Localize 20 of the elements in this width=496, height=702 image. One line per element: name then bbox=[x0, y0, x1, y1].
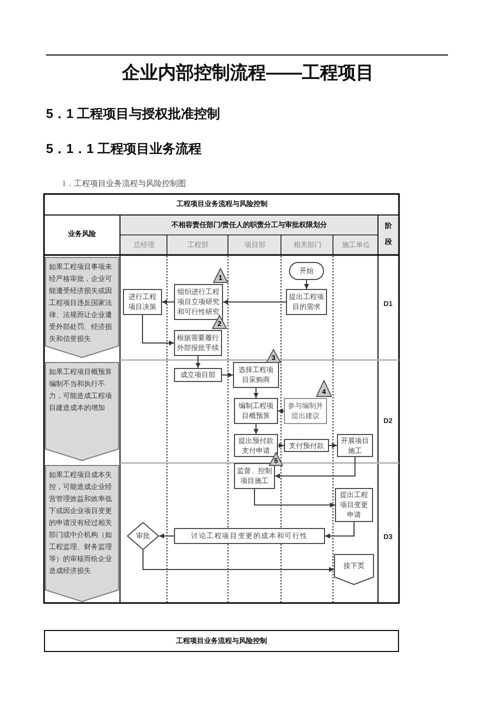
arrow bbox=[222, 300, 286, 304]
section-heading: 5．1 工程项目与授权批准控制 bbox=[46, 107, 220, 122]
arrow bbox=[304, 280, 309, 290]
arrow bbox=[158, 534, 174, 538]
subsection-heading: 5．1．1 工程项目业务流程 bbox=[46, 142, 202, 157]
figure-caption: 1．工程项目业务流程与风险控制图 bbox=[62, 179, 186, 188]
arrow bbox=[222, 372, 234, 378]
arrow bbox=[278, 408, 284, 414]
arrow bbox=[274, 456, 356, 478]
arrow bbox=[278, 443, 284, 448]
arrow bbox=[324, 522, 354, 538]
page-title: 企业内部控制流程——工程项目 bbox=[122, 62, 374, 84]
arrow bbox=[254, 424, 258, 434]
arrow bbox=[142, 550, 334, 572]
arrow bbox=[162, 300, 174, 304]
arrow bbox=[196, 356, 200, 368]
arrow bbox=[254, 488, 336, 508]
arrow bbox=[142, 314, 174, 346]
arrow bbox=[328, 443, 338, 448]
arrow bbox=[254, 388, 258, 398]
